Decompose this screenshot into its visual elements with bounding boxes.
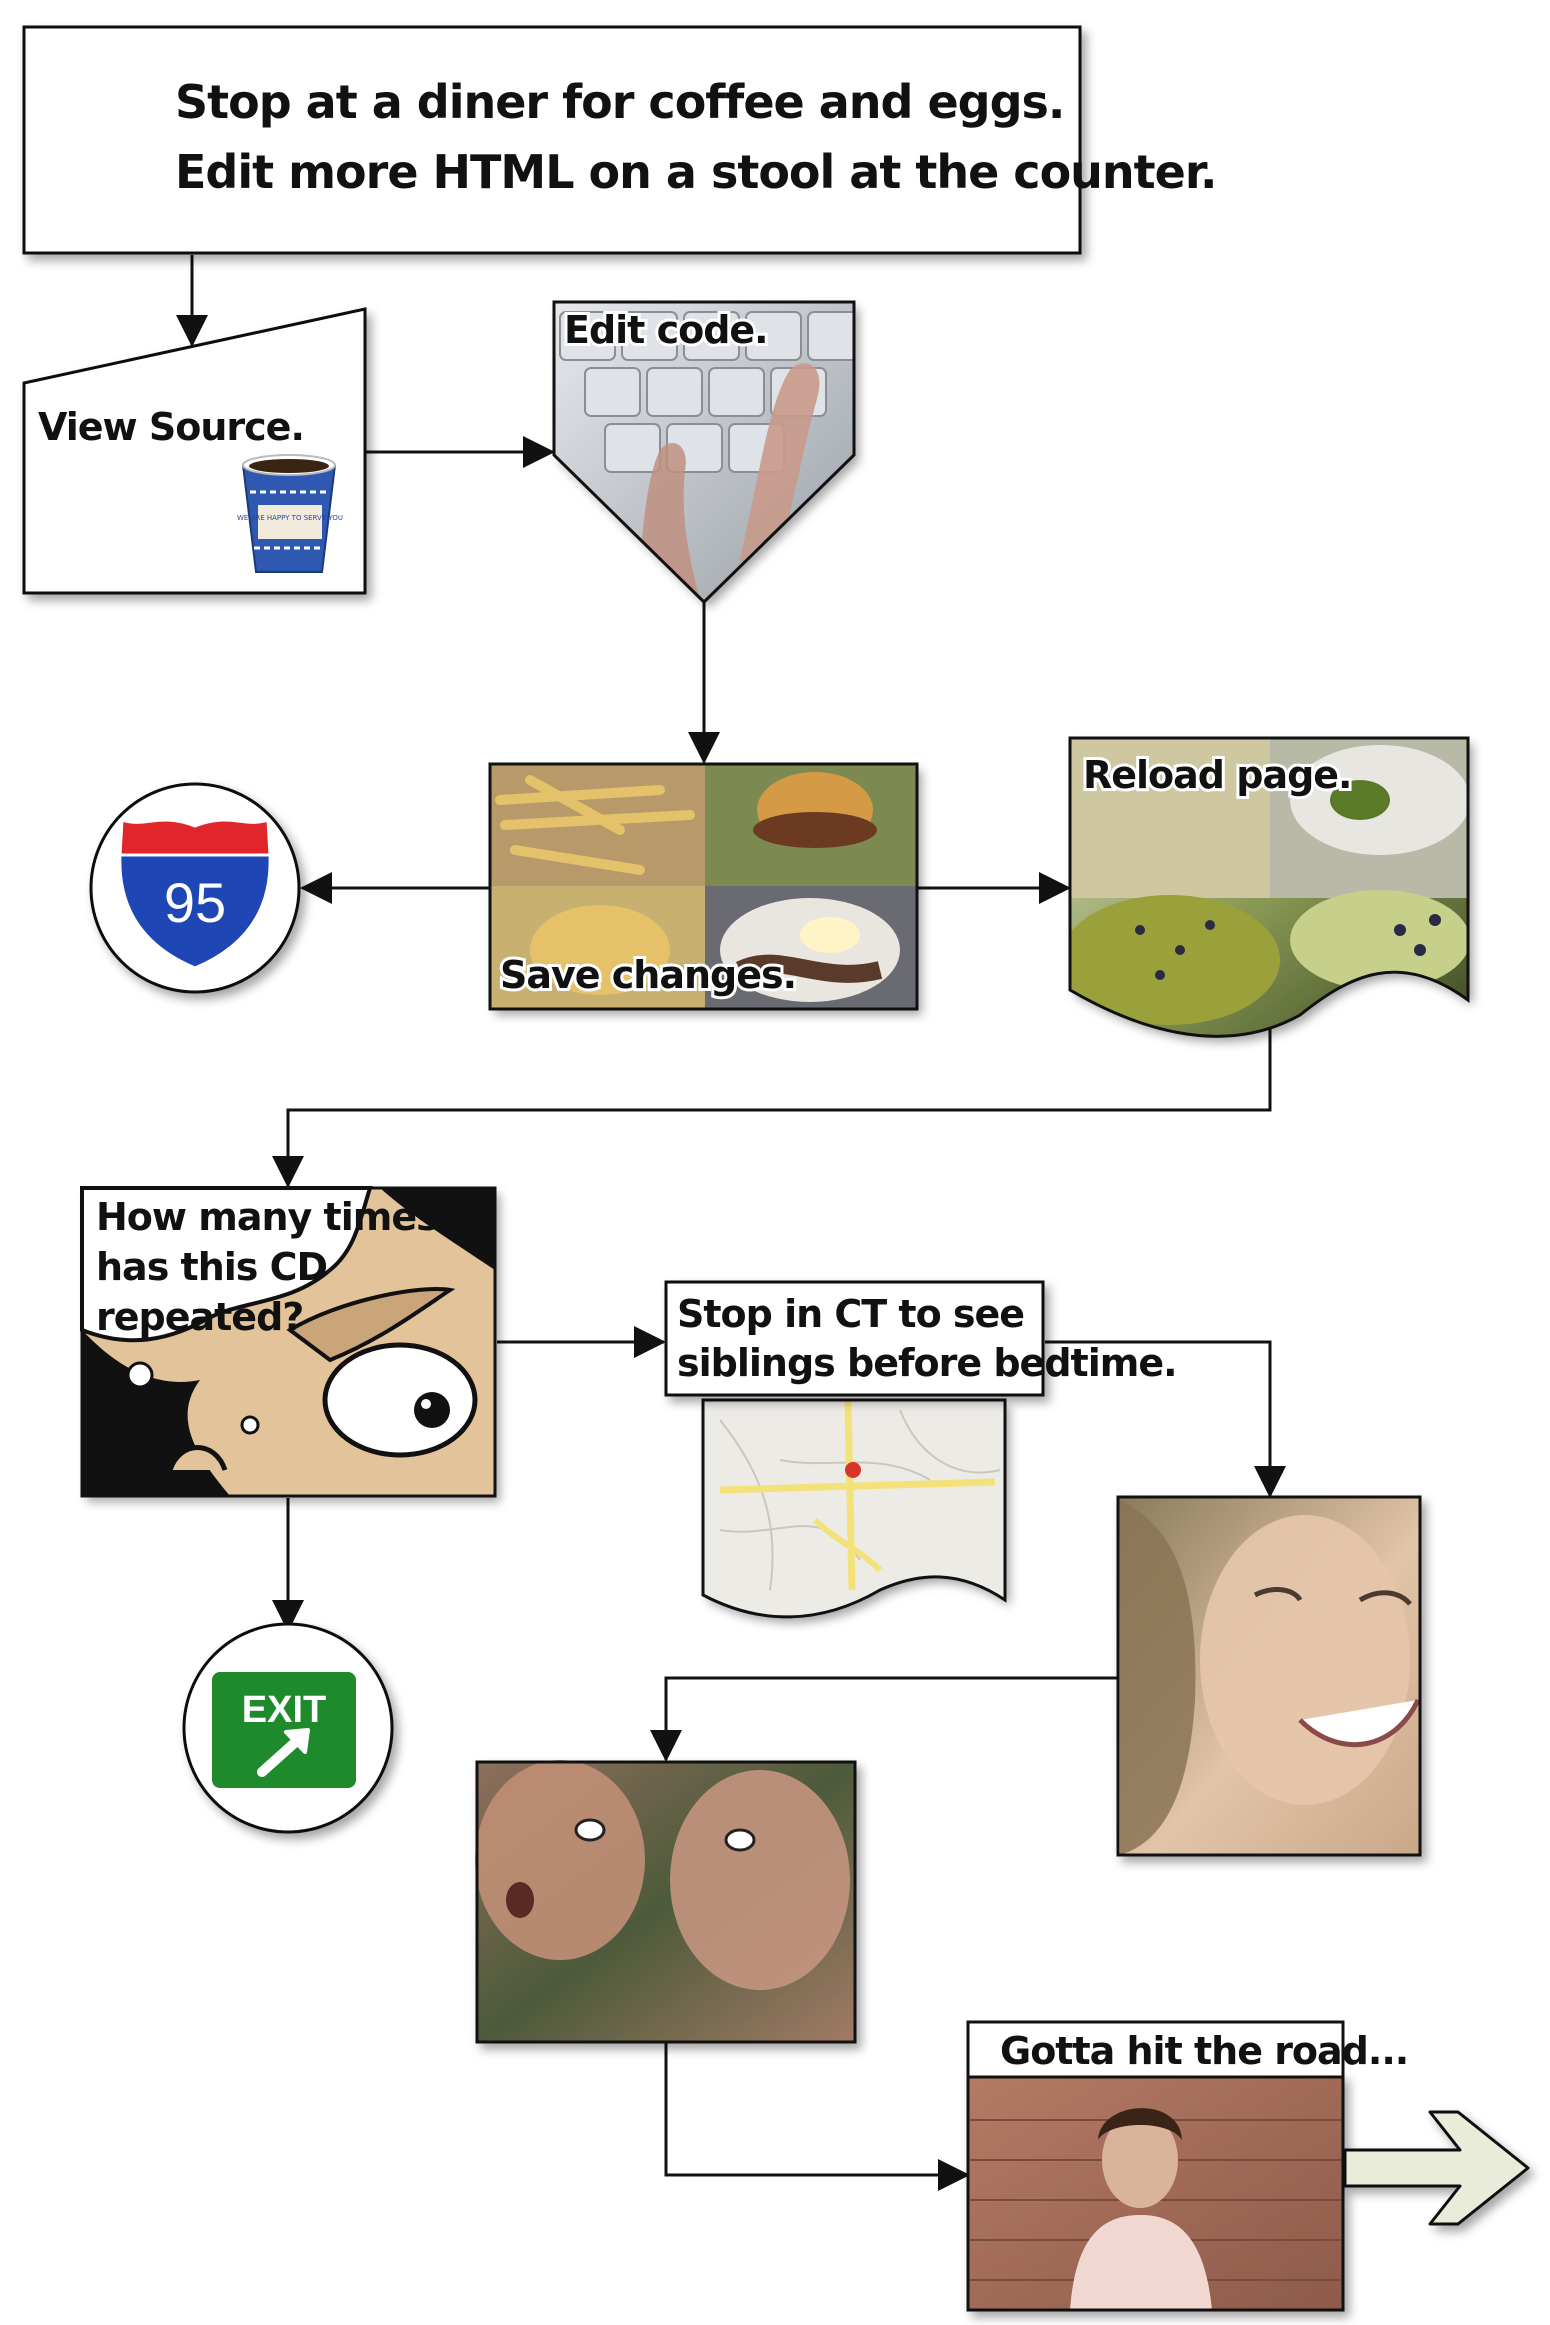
edit-code-label: Edit code. [564,308,768,352]
arrow-brothers-to-road [664,2043,970,2191]
i95-label: 95 [164,871,226,934]
view-source-label: View Source. [38,405,304,449]
diner-line-1: Stop at a diner for coffee and eggs. [175,75,1064,129]
plates-photo [1070,738,1468,1025]
hit-road-label-box [966,2020,1345,2079]
porch-illustration [966,2073,1345,2312]
ct-stop-box [664,1280,1045,1397]
ct-stop-line-1: Stop in CT to see [677,1292,1024,1336]
connectors [176,255,1286,2191]
coffee-cup-icon: WE ARE HAPPY TO SERVE YOU [237,454,343,573]
arrow-ct-to-friend [1045,1340,1286,1498]
coffee-cup-text: WE ARE HAPPY TO SERVE YOU [237,514,343,522]
interstate-shield-icon [118,817,272,970]
food-photo [490,764,917,1009]
exit-sign-icon [208,1668,360,1792]
cd-question-line-1: How many times [96,1195,438,1239]
arrow-friend-to-brothers [650,1676,1118,1762]
diner-process-box [22,25,1082,255]
thought-bubble [80,1186,373,1343]
hit-road-label: Gotta hit the road... [1000,2029,1408,2073]
reload-page-label: Reload page. [1083,753,1352,797]
map-illustration [719,1400,1001,1591]
cd-question-line-3: repeated? [96,1295,303,1339]
thought-dot-large [126,1361,154,1389]
arrow-reload-to-cd [272,1008,1272,1188]
cd-question-line-2: has this CD [96,1245,327,1289]
thought-dot-small [240,1415,260,1435]
diner-line-2: Edit more HTML on a stool at the counter… [175,145,1216,199]
ct-stop-line-2: siblings before bedtime. [677,1341,1177,1385]
continue-arrow-icon [1343,2110,1530,2226]
exit-label: EXIT [242,1689,326,1731]
brothers-faces-illustration [475,1760,857,2044]
friend-face-illustration [1116,1495,1422,1857]
save-changes-label: Save changes. [500,953,796,997]
